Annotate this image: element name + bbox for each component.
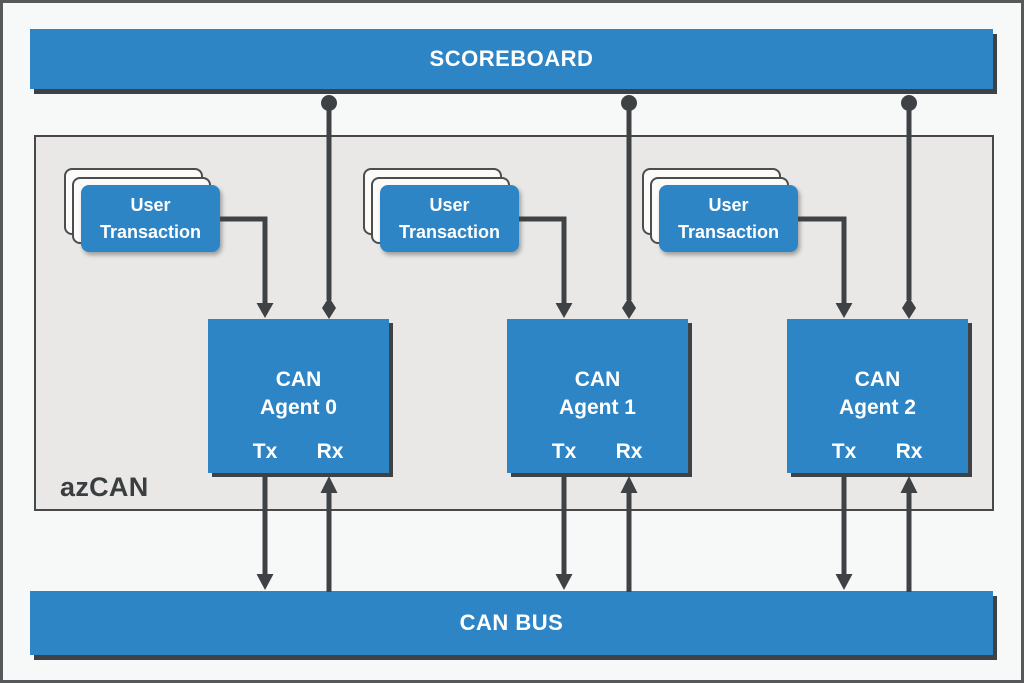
user-transaction-card-2: User Transaction bbox=[659, 185, 798, 252]
user-transaction-line1: User bbox=[708, 194, 749, 215]
rx-port-label: Rx bbox=[895, 440, 923, 463]
user-transaction-card-0: User Transaction bbox=[81, 185, 220, 252]
agent-title-line2: Agent 1 bbox=[558, 396, 636, 419]
tx-port-label: Tx bbox=[252, 440, 278, 463]
tx-port-label: Tx bbox=[831, 440, 857, 463]
user-transaction-stack-1: User Transaction bbox=[363, 168, 520, 253]
agent-title-line1: CAN bbox=[275, 368, 322, 391]
user-transaction-line2: Transaction bbox=[677, 221, 780, 242]
agent-title-line2: Agent 2 bbox=[838, 396, 916, 419]
tx-port-label: Tx bbox=[551, 440, 577, 463]
agent-title: CAN Agent 1 bbox=[507, 366, 688, 422]
can-bus-block: CAN BUS bbox=[30, 591, 993, 655]
tx-arrowhead-icon bbox=[256, 574, 274, 590]
user-transaction-line2: Transaction bbox=[99, 221, 202, 242]
agent-title: CAN Agent 0 bbox=[208, 366, 389, 422]
user-transaction-stack-2: User Transaction bbox=[642, 168, 799, 253]
scoreboard-junction-dot bbox=[321, 95, 337, 111]
agent-title-line1: CAN bbox=[854, 368, 901, 391]
tx-arrowhead-icon bbox=[555, 574, 573, 590]
rx-port-label: Rx bbox=[316, 440, 344, 463]
user-transaction-line1: User bbox=[130, 194, 171, 215]
rx-port-label: Rx bbox=[615, 440, 643, 463]
user-transaction-card-1: User Transaction bbox=[380, 185, 519, 252]
can-agent-2: CAN Agent 2 Tx Rx bbox=[787, 319, 968, 473]
tx-arrowhead-icon bbox=[835, 574, 853, 590]
user-transaction-line2: Transaction bbox=[398, 221, 501, 242]
agent-title: CAN Agent 2 bbox=[787, 366, 968, 422]
scoreboard-block: SCOREBOARD bbox=[30, 29, 993, 89]
agent-title-line2: Agent 0 bbox=[259, 396, 337, 419]
user-transaction-stack-0: User Transaction bbox=[64, 168, 221, 253]
scoreboard-label: SCOREBOARD bbox=[429, 46, 594, 71]
agent-title-line1: CAN bbox=[574, 368, 621, 391]
can-agent-0: CAN Agent 0 Tx Rx bbox=[208, 319, 389, 473]
scoreboard-junction-dot bbox=[901, 95, 917, 111]
azcan-label: azCAN bbox=[60, 472, 149, 502]
can-bus-label: CAN BUS bbox=[459, 610, 564, 635]
user-transaction-line1: User bbox=[429, 194, 470, 215]
scoreboard-junction-dot bbox=[621, 95, 637, 111]
can-agent-1: CAN Agent 1 Tx Rx bbox=[507, 319, 688, 473]
